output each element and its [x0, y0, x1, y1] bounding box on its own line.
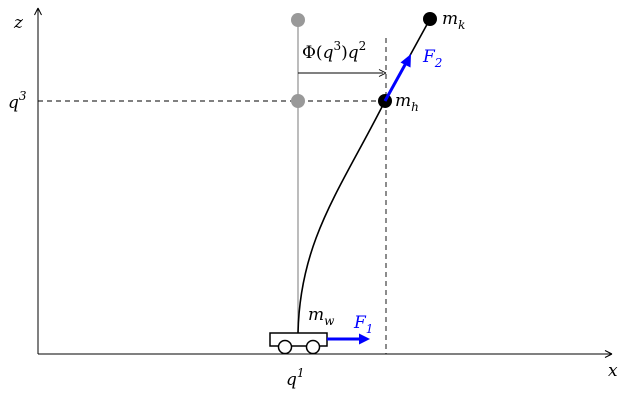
x-axis-label: x [608, 361, 618, 381]
x-axis-arrowhead [604, 350, 613, 358]
cart-left-wheel [277, 339, 293, 355]
force-f1-arrowhead [359, 333, 370, 345]
tip-mass [423, 12, 437, 26]
force-f2-arrowhead [400, 54, 411, 68]
deflection-arrowhead [378, 69, 387, 77]
z-axis-label: z [13, 13, 24, 33]
force-f2-label: F2 [422, 47, 442, 70]
cart-right-wheel [305, 339, 321, 355]
wheel-mass-label: mw [308, 305, 335, 328]
undeformed-tip-mass [291, 13, 305, 27]
force-f1-label: F1 [353, 313, 373, 336]
force-f2: F2 [383, 47, 442, 102]
cart [269, 332, 328, 355]
deformed-beam-curve [297, 100, 386, 334]
guide-lines [38, 38, 387, 354]
tip-mass-label: mk [442, 9, 465, 32]
q3-label: q3 [8, 89, 27, 113]
z-axis-arrowhead [34, 7, 42, 16]
force-f1: F1 [327, 313, 373, 345]
undeformed-hinge-mass [291, 94, 305, 108]
q1-label: q1 [286, 366, 305, 390]
undeformed-beam [291, 13, 305, 333]
deflection-annotation: Φ(q3)q2 [298, 39, 387, 77]
axes: x z [13, 7, 618, 381]
hinge-mass-label: mh [395, 91, 419, 114]
force-f2-arrow [383, 62, 408, 102]
deflection-label: Φ(q3)q2 [302, 39, 366, 63]
